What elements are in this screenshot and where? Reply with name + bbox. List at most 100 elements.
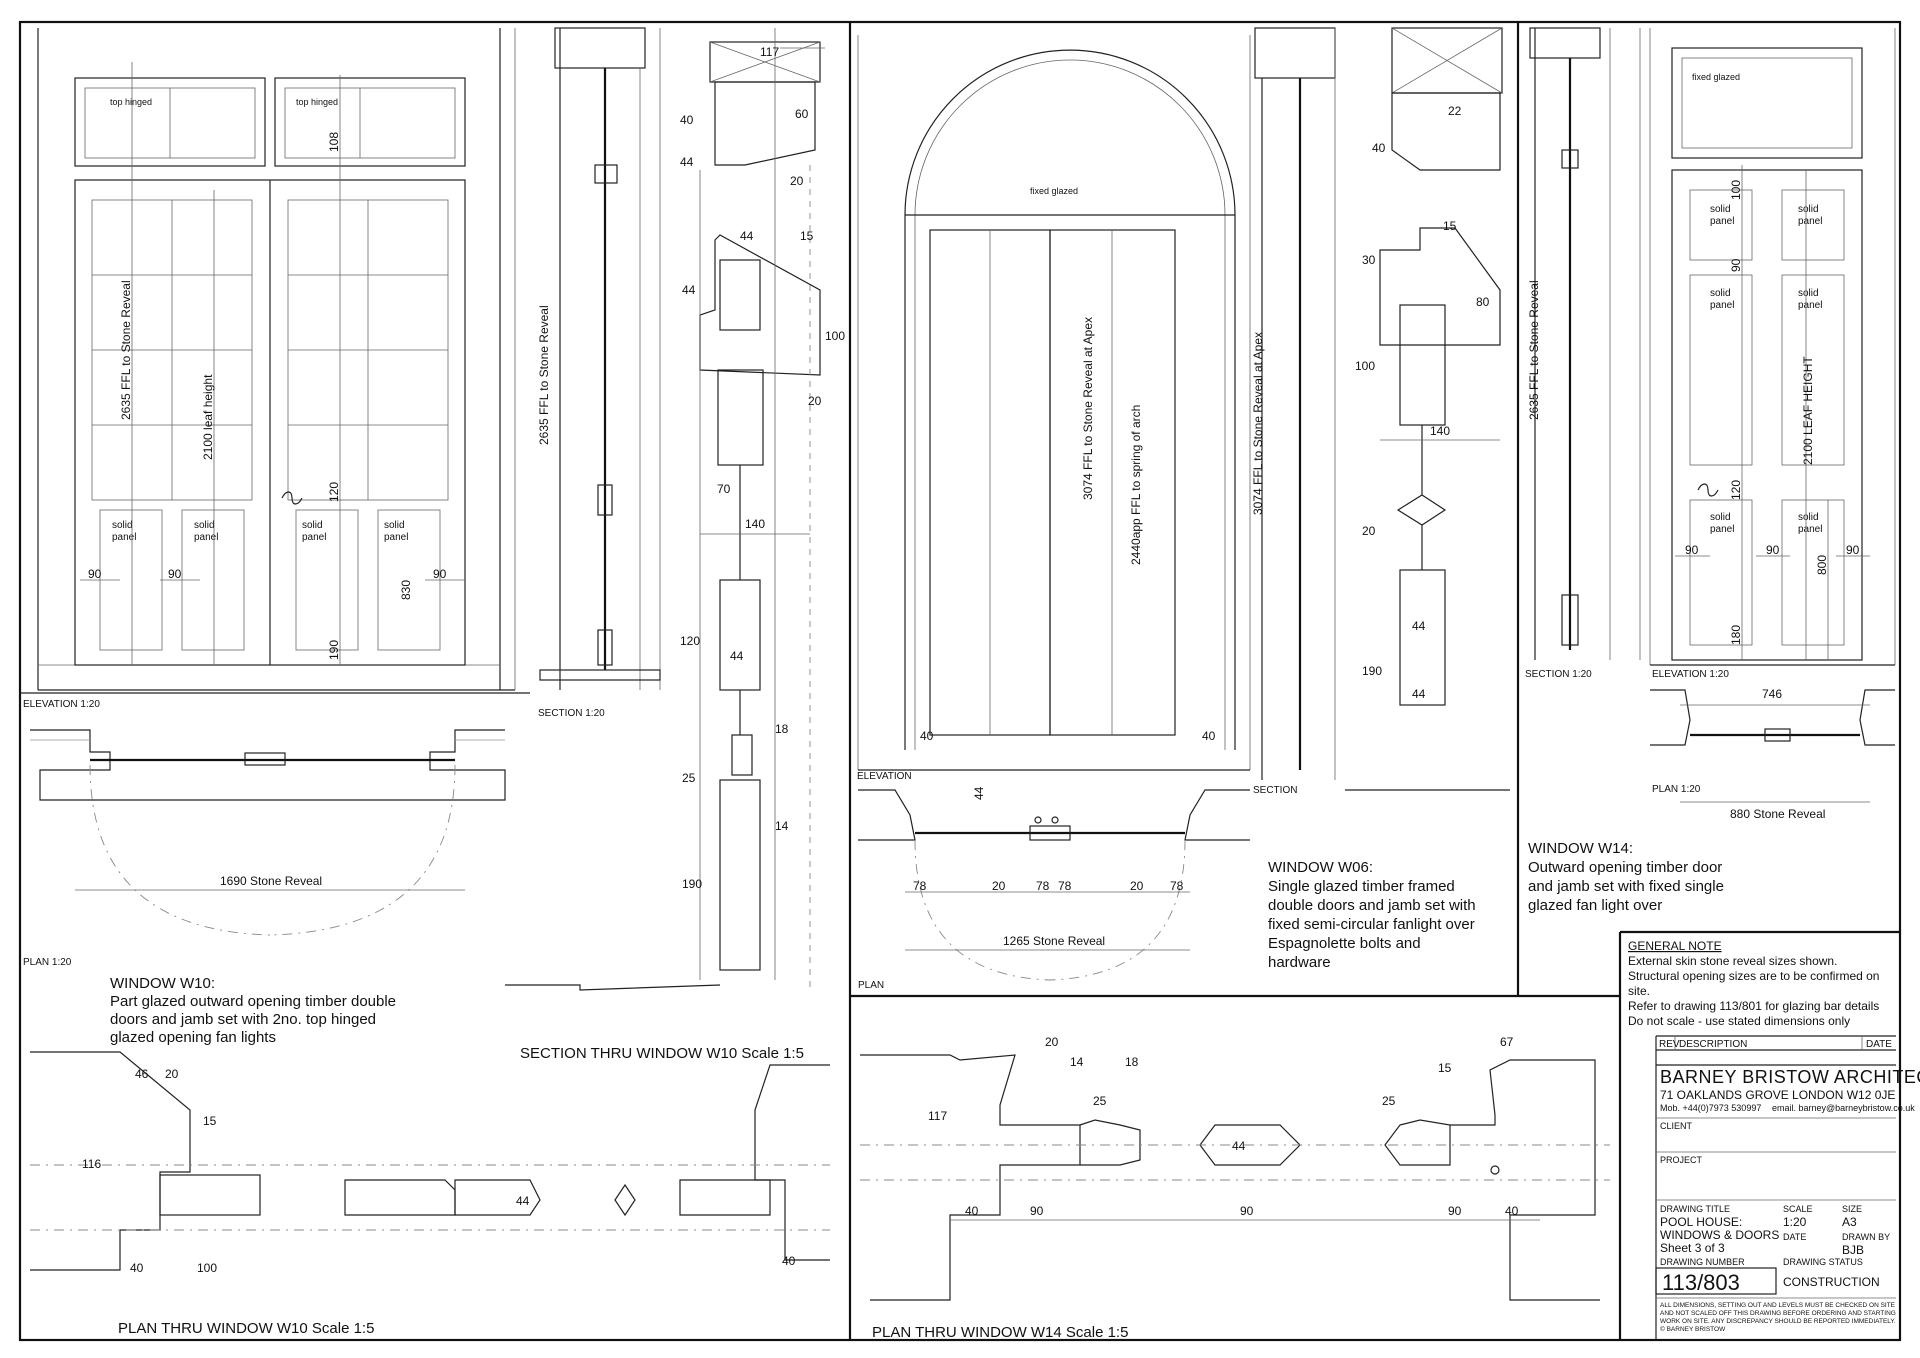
- w10-elevation: top hinged top hinged solid panel solid …: [37, 28, 516, 691]
- svg-text:15: 15: [1438, 1061, 1452, 1075]
- w14-section-label: SECTION 1:20: [1525, 669, 1592, 680]
- svg-text:SIZE: SIZE: [1842, 1204, 1862, 1214]
- fixed-glazed-label: fixed glazed: [1030, 186, 1078, 196]
- dim-w06-apex: 3074 FFL to Stone Reveal at Apex: [1081, 317, 1095, 500]
- svg-text:67: 67: [1500, 1035, 1514, 1049]
- svg-text:site.: site.: [1628, 984, 1650, 998]
- svg-text:Outward opening timber door: Outward opening timber door: [1528, 859, 1722, 876]
- plan-label: PLAN: [858, 980, 884, 991]
- solid-panel-label: solid: [112, 520, 133, 531]
- svg-text:140: 140: [745, 517, 765, 531]
- svg-text:AND NOT SCALED OFF THIS DRAWIN: AND NOT SCALED OFF THIS DRAWING BEFORE O…: [1660, 1310, 1896, 1317]
- w10-plan-1-20: ELEVATION 1:20 1690 Stone Reveal PLAN 1:…: [23, 699, 506, 968]
- svg-text:90: 90: [433, 567, 447, 581]
- svg-text:REV: REV: [1659, 1039, 1680, 1050]
- svg-text:WORK ON SITE. ANY DISCREPANCY: WORK ON SITE. ANY DISCREPANCY SHOULD BE …: [1660, 1318, 1896, 1325]
- svg-text:DRAWING TITLE: DRAWING TITLE: [1660, 1204, 1730, 1214]
- svg-text:15: 15: [1443, 219, 1457, 233]
- svg-text:POOL HOUSE:: POOL HOUSE:: [1660, 1215, 1742, 1229]
- svg-text:solid: solid: [1798, 204, 1819, 215]
- svg-text:25: 25: [1093, 1094, 1107, 1108]
- w06-section: 3074 FFL to Stone Reveal at Apex 22 40 1…: [1251, 27, 1510, 796]
- title-block: REV DESCRIPTION DATE BARNEY BRISTOW ARCH…: [1655, 1035, 1920, 1340]
- svg-text:WINDOW W14:: WINDOW W14:: [1528, 840, 1633, 857]
- w10-plan-detail: 46 20 15 116 44 40 100 40 PLAN THRU WIND…: [30, 1051, 830, 1337]
- svg-text:190: 190: [327, 640, 341, 660]
- svg-text:panel: panel: [1710, 300, 1734, 311]
- svg-text:14: 14: [775, 819, 789, 833]
- svg-text:solid: solid: [1710, 204, 1731, 215]
- svg-text:hardware: hardware: [1268, 954, 1331, 971]
- svg-text:70: 70: [717, 482, 731, 496]
- svg-text:40: 40: [1505, 1204, 1519, 1218]
- svg-text:panel: panel: [384, 532, 408, 543]
- svg-text:40: 40: [1202, 729, 1216, 743]
- svg-text:Refer to drawing 113/801 for g: Refer to drawing 113/801 for glazing bar…: [1628, 999, 1879, 1013]
- svg-text:46: 46: [135, 1067, 149, 1081]
- w14-plan-detail: 20 14 18 25 117 44 25 15 67 40 90 90 90 …: [860, 1035, 1610, 1341]
- svg-text:PROJECT: PROJECT: [1660, 1155, 1703, 1165]
- svg-text:panel: panel: [1798, 216, 1822, 227]
- svg-text:40: 40: [1372, 141, 1386, 155]
- svg-text:DRAWING NUMBER: DRAWING NUMBER: [1660, 1257, 1745, 1267]
- svg-text:44: 44: [730, 649, 744, 663]
- svg-text:panel: panel: [194, 532, 218, 543]
- svg-text:78: 78: [1170, 879, 1184, 893]
- plan-w10-title: PLAN THRU WINDOW W10 Scale 1:5: [118, 1320, 374, 1337]
- svg-text:90: 90: [1030, 1204, 1044, 1218]
- svg-text:190: 190: [1362, 664, 1382, 678]
- w06-note: WINDOW W06: Single glazed timber framed …: [1268, 859, 1476, 971]
- svg-text:DESCRIPTION: DESCRIPTION: [1679, 1039, 1747, 1050]
- svg-text:90: 90: [88, 567, 102, 581]
- svg-text:44: 44: [516, 1194, 530, 1208]
- svg-text:panel: panel: [302, 532, 326, 543]
- svg-text:20: 20: [165, 1067, 179, 1081]
- svg-text:40: 40: [920, 729, 934, 743]
- svg-text:solid: solid: [302, 520, 323, 531]
- svg-text:email. barney@barneybristow.co: email. barney@barneybristow.co.uk: [1772, 1103, 1915, 1113]
- w14-section-1-20: 2635 FFL to Stone Reveal SECTION 1:20: [1525, 27, 1641, 680]
- svg-text:WINDOWS & DOORS: WINDOWS & DOORS: [1660, 1228, 1779, 1242]
- svg-text:44: 44: [972, 786, 986, 800]
- svg-text:solid: solid: [1710, 288, 1731, 299]
- dim-w06-spring: 2440app FFL to spring of arch: [1129, 405, 1143, 565]
- svg-text:Do not scale - use stated dime: Do not scale - use stated dimensions onl…: [1628, 1014, 1850, 1028]
- door-handle-icon: [281, 491, 303, 505]
- svg-text:800: 800: [1815, 555, 1829, 575]
- sheet-frames: [18, 20, 1902, 1342]
- w14-door-handle-icon: [1697, 483, 1719, 497]
- w10-reveal: 1690 Stone Reveal: [220, 874, 322, 888]
- svg-text:44: 44: [740, 229, 754, 243]
- w14-elevation: fixed glazed solid panel solid panel sol…: [1649, 28, 1896, 680]
- w10-note: WINDOW W10: Part glazed outward opening …: [110, 975, 396, 1046]
- svg-text:78: 78: [1036, 879, 1050, 893]
- svg-text:Structural opening sizes are t: Structural opening sizes are to be confi…: [1628, 969, 1879, 983]
- top-hinged-label-1: top hinged: [110, 97, 152, 107]
- svg-text:A3: A3: [1842, 1215, 1857, 1229]
- w14-plan-label: PLAN 1:20: [1652, 784, 1701, 795]
- elevation-label: ELEVATION: [857, 771, 912, 782]
- svg-text:22: 22: [1448, 104, 1462, 118]
- svg-text:glazed opening fan lights: glazed opening fan lights: [110, 1029, 276, 1046]
- svg-text:20: 20: [1045, 1035, 1059, 1049]
- w10-section-detail: 117 60 40 44 20 44 15 44 100 20 70 140 1…: [505, 28, 845, 1062]
- svg-text:120: 120: [327, 482, 341, 502]
- svg-text:108: 108: [327, 132, 341, 152]
- svg-text:44: 44: [1412, 687, 1426, 701]
- svg-text:116: 116: [82, 1157, 101, 1171]
- svg-text:SCALE: SCALE: [1783, 1204, 1813, 1214]
- svg-text:90: 90: [1729, 258, 1743, 272]
- w14-elevation-label: ELEVATION 1:20: [1652, 669, 1729, 680]
- svg-text:DRAWN BY: DRAWN BY: [1842, 1232, 1890, 1242]
- general-note-heading: GENERAL NOTE: [1628, 939, 1722, 953]
- svg-text:20: 20: [790, 174, 804, 188]
- svg-text:Part glazed outward opening ti: Part glazed outward opening timber doubl…: [110, 993, 396, 1010]
- svg-text:DATE: DATE: [1866, 1039, 1892, 1050]
- svg-text:40: 40: [680, 113, 694, 127]
- svg-text:117: 117: [760, 45, 779, 59]
- svg-text:71 OAKLANDS GROVE LONDON W12: 71 OAKLANDS GROVE LONDON W12 0JE: [1660, 1088, 1895, 1102]
- svg-text:14: 14: [1070, 1055, 1084, 1069]
- svg-text:Single glazed timber framed: Single glazed timber framed: [1268, 878, 1455, 895]
- drawing-number: 113/803: [1662, 1270, 1740, 1295]
